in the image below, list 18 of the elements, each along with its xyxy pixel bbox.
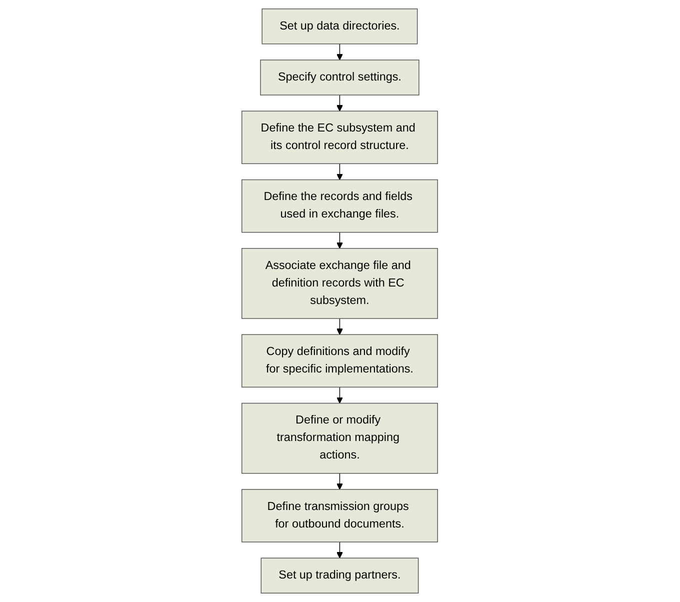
node-box	[242, 402, 438, 474]
arrow	[336, 473, 344, 490]
node-box	[242, 334, 438, 388]
node-box	[262, 8, 418, 44]
flowchart-drawing: Set up data directories. Specify control settings. Define the EC subsystem and its control record structure. Define the records and fields used in exchange files. Associate exchange file and definition records with EC subsystem. Copy definitions and modify for specific implementations. Define or modify transformation mapping actions. Define transmission groups for outbound documents. Set up trading partners.	[236, 3, 444, 599]
node-box	[260, 60, 420, 96]
arrow	[336, 542, 344, 558]
node-box	[242, 110, 438, 164]
arrow	[336, 318, 344, 335]
arrow	[336, 44, 344, 60]
node-box	[242, 489, 438, 542]
node-box	[242, 179, 438, 233]
arrow	[336, 163, 344, 180]
arrow	[336, 94, 344, 112]
arrow	[336, 232, 344, 249]
node-box	[261, 558, 419, 594]
node-box	[242, 248, 438, 319]
arrow	[336, 386, 344, 404]
